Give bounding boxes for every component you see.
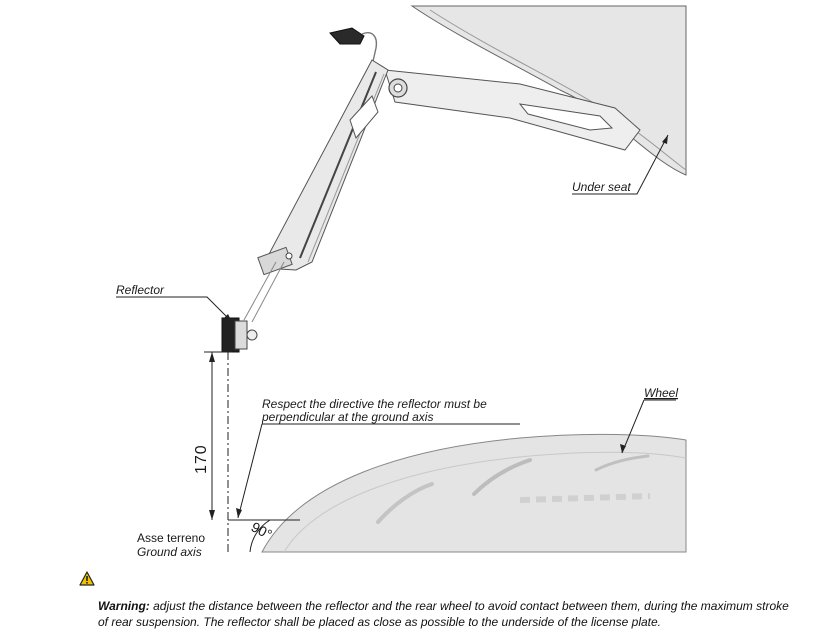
- warning-note: Warning: adjust the distance between the…: [98, 598, 802, 630]
- angle-arc: [249, 519, 271, 553]
- ground-axis-label-it: Asse terreno: [137, 531, 205, 545]
- directive-leader: [237, 423, 520, 519]
- wheel-leader: [621, 399, 676, 454]
- reflector-label: Reflector: [116, 283, 165, 297]
- directive-line-1: Respect the directive the reflector must…: [262, 397, 487, 411]
- seat-fairing: [410, 5, 687, 176]
- directive-line-2: perpendicular at the ground axis: [261, 410, 433, 424]
- wheel-label: Wheel: [644, 386, 678, 400]
- under-seat-leader: [572, 134, 669, 195]
- top-lamp: [329, 27, 365, 45]
- reflector-mounting-diagram: Reflector Under seat Wheel 170 90° Respe…: [116, 5, 687, 559]
- support-arm-slot: [518, 103, 614, 131]
- reflector-leader: [116, 296, 233, 323]
- support-arm: [384, 69, 641, 151]
- dimension-label: 170: [193, 444, 210, 474]
- warning-body: adjust the distance between the reflecto…: [98, 599, 789, 629]
- under-seat-label: Under seat: [572, 180, 631, 194]
- ground-axis-label-en: Ground axis: [137, 545, 202, 559]
- warning-title: Warning:: [98, 599, 150, 613]
- warning-triangle-icon: [79, 571, 95, 586]
